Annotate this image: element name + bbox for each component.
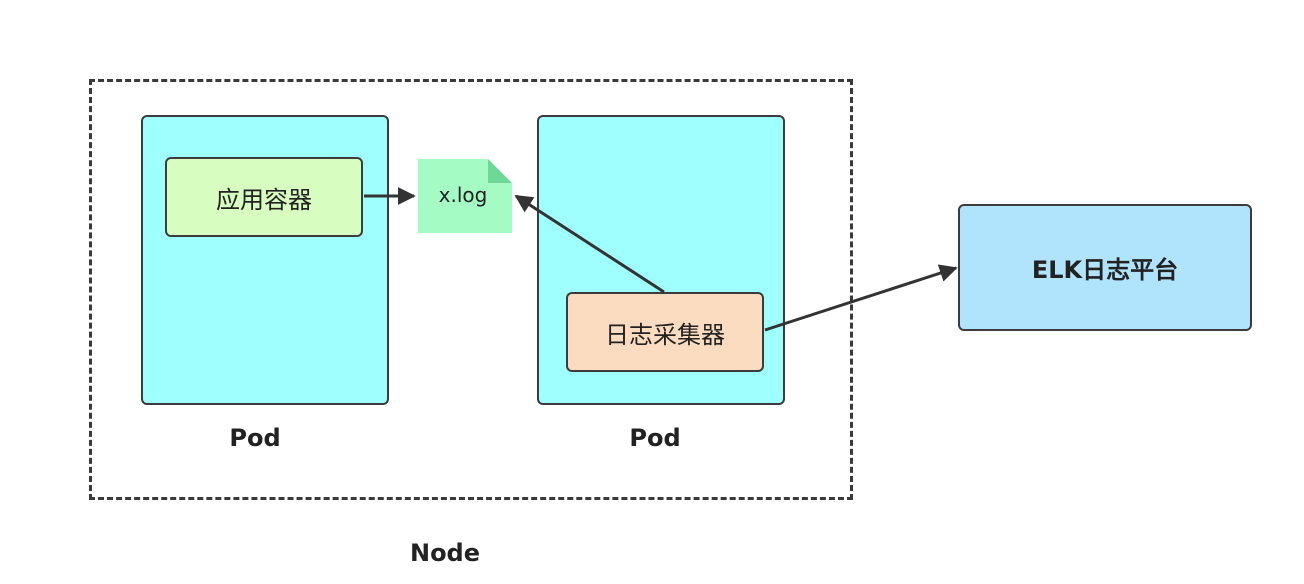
pod-label-left: Pod <box>229 424 281 452</box>
elk-platform-box: ELK日志平台 <box>958 204 1252 331</box>
pod-label-right: Pod <box>629 424 681 452</box>
log-file-label: x.log <box>438 183 488 207</box>
log-collector-box: 日志采集器 <box>566 292 764 372</box>
elk-platform-label: ELK日志平台 <box>1031 256 1179 284</box>
log-file-icon <box>418 159 512 233</box>
log-collector-label: 日志采集器 <box>605 320 725 349</box>
node-label: Node <box>409 539 481 567</box>
app-container-box: 应用容器 <box>165 157 363 237</box>
app-container-label: 应用容器 <box>216 185 312 214</box>
